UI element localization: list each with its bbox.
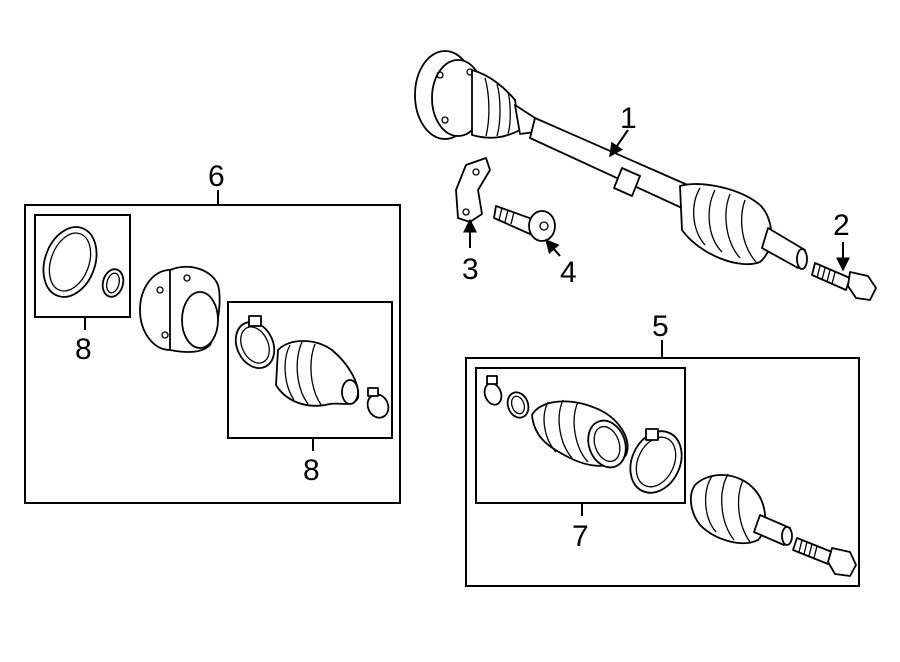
callout-1: 1: [620, 102, 637, 135]
callout-7: 7: [572, 520, 589, 553]
box-boot-kit-inner: [227, 301, 393, 439]
callout-6: 6: [208, 160, 225, 193]
box-inner-joint-kit: [24, 204, 401, 504]
inner-cv-joint-housing[interactable]: [139, 265, 221, 353]
leader-1: [609, 129, 629, 158]
small-o-ring[interactable]: [100, 267, 127, 299]
snap-ring[interactable]: [504, 389, 532, 420]
boot-clamp-small[interactable]: [364, 387, 392, 421]
axle-shaft-assembly[interactable]: [414, 50, 808, 270]
callout-2: 2: [833, 209, 850, 242]
heat-shield-bracket[interactable]: [455, 157, 491, 223]
callout-8-left: 8: [75, 333, 92, 366]
callout-3: 3: [462, 253, 479, 286]
callout-8-right: 8: [303, 454, 320, 487]
bolt-with-washer[interactable]: [493, 205, 556, 242]
outer-axle-bolt[interactable]: [792, 537, 857, 577]
callout-5: 5: [652, 310, 669, 343]
box-seal-kit-left: [34, 214, 131, 318]
outer-cv-joint[interactable]: [689, 473, 793, 546]
large-seal-ring[interactable]: [34, 220, 106, 305]
leader-4: [545, 238, 561, 257]
boot-clamp-large-outer[interactable]: [621, 423, 692, 501]
box-boot-kit-outer: [475, 367, 686, 504]
cv-boot-inner[interactable]: [275, 340, 360, 407]
callout-4: 4: [560, 256, 577, 289]
axle-bolt[interactable]: [811, 262, 877, 301]
boot-clamp-large[interactable]: [229, 315, 282, 375]
cv-boot-outer[interactable]: [531, 399, 632, 473]
boot-clamp-small-outer[interactable]: [482, 375, 505, 407]
